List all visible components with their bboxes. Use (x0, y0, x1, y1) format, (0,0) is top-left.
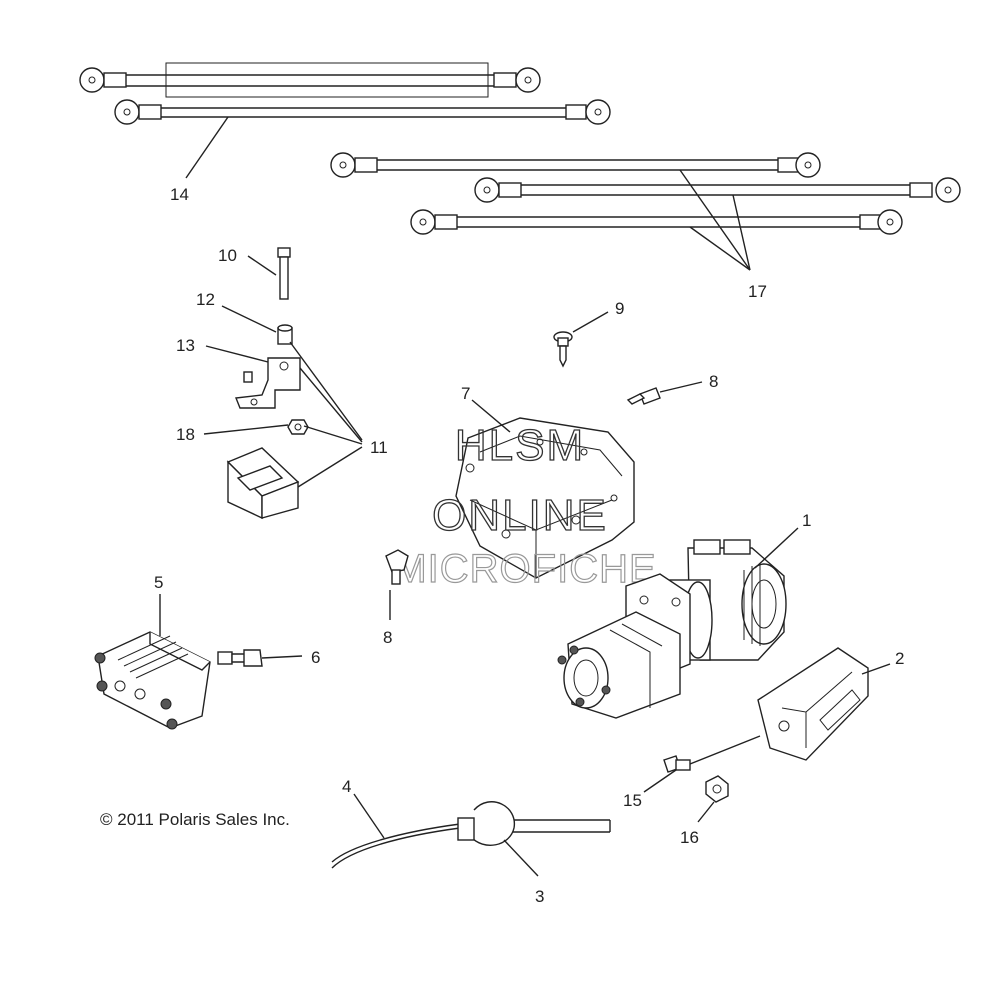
callout-3: 3 (535, 887, 544, 906)
watermark-line2: ONLINE (432, 491, 608, 540)
part-12-spacer (221, 305, 293, 345)
part-9-screw (553, 311, 609, 368)
callout-15: 15 (623, 791, 642, 810)
watermark-line3: MICROFICHE (393, 547, 656, 591)
watermark: HLSM ONLINE MICROFICHE (393, 420, 657, 591)
callout-5: 5 (154, 573, 163, 592)
part-8-bolt-lower (385, 549, 409, 620)
part-18-nut (203, 419, 309, 435)
callout-13: 13 (176, 336, 195, 355)
callout-7: 7 (461, 384, 470, 403)
callout-2: 2 (895, 649, 904, 668)
callout-9: 9 (615, 299, 624, 318)
callout-10: 10 (218, 246, 237, 265)
copyright-text: © 2011 Polaris Sales Inc. (100, 810, 290, 829)
part-1-winch (557, 527, 799, 719)
part-8-pushpin-upper (626, 381, 703, 405)
callout-18: 18 (176, 425, 195, 444)
callout-16: 16 (680, 828, 699, 847)
part-5-contactor (94, 594, 211, 730)
part-16-nut (697, 775, 729, 823)
callout-labels: 1 2 3 4 5 6 7 8 8 9 10 11 12 13 14 15 16… (154, 185, 904, 906)
callout-8-upper: 8 (709, 372, 718, 391)
callout-17: 17 (748, 282, 767, 301)
part-2-fairlead (757, 647, 891, 761)
callout-4: 4 (342, 777, 351, 796)
callout-1: 1 (802, 511, 811, 530)
part-13-bracket (205, 345, 301, 409)
part-6-bolt (217, 649, 303, 667)
part-14-cables (79, 62, 611, 179)
callout-6: 6 (311, 648, 320, 667)
callout-14: 14 (170, 185, 189, 204)
part-4-cable (331, 793, 611, 869)
part-17-cables (330, 152, 961, 271)
callout-11: 11 (370, 438, 388, 457)
part-11-relay (226, 341, 363, 520)
part-15-bolt (643, 735, 761, 793)
part-10-bolt (247, 247, 291, 300)
watermark-line1: HLSM (455, 421, 585, 470)
callout-12: 12 (196, 290, 215, 309)
callout-8-lower: 8 (383, 628, 392, 647)
part-3-hook (457, 801, 539, 877)
part-7-bracket (455, 399, 635, 579)
